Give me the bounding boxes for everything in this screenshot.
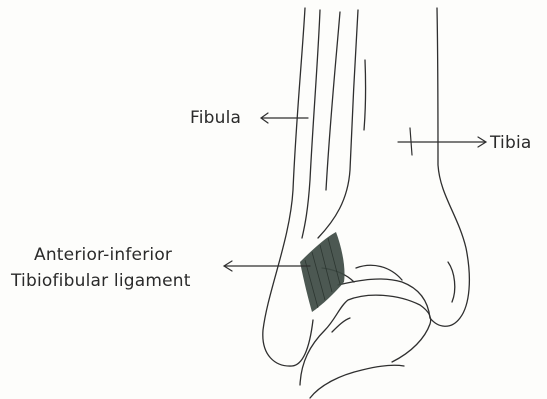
ligament-label-line2: Tibiofibular ligament: [11, 271, 191, 291]
fibula-shaft-inner-line-2: [326, 12, 340, 190]
medial-malleolus-curve: [448, 262, 455, 302]
fibula-label: Fibula: [190, 108, 241, 128]
fibula-shaft-inner-line: [302, 10, 320, 238]
tibia-medial-edge: [430, 8, 469, 326]
tibia-inner-line: [364, 60, 366, 130]
tibia-notch-line: [356, 265, 402, 280]
tibia-label: Tibia: [490, 133, 532, 153]
talus-neck-line: [332, 318, 350, 332]
ligament-shading: [300, 232, 345, 312]
ligament-label-line1: Anterior-inferior: [34, 245, 172, 265]
talus-outline: [300, 295, 431, 385]
tibia-lateral-edge: [318, 10, 358, 238]
fibula-outline: [263, 8, 313, 366]
talus-lower-line: [310, 365, 404, 398]
